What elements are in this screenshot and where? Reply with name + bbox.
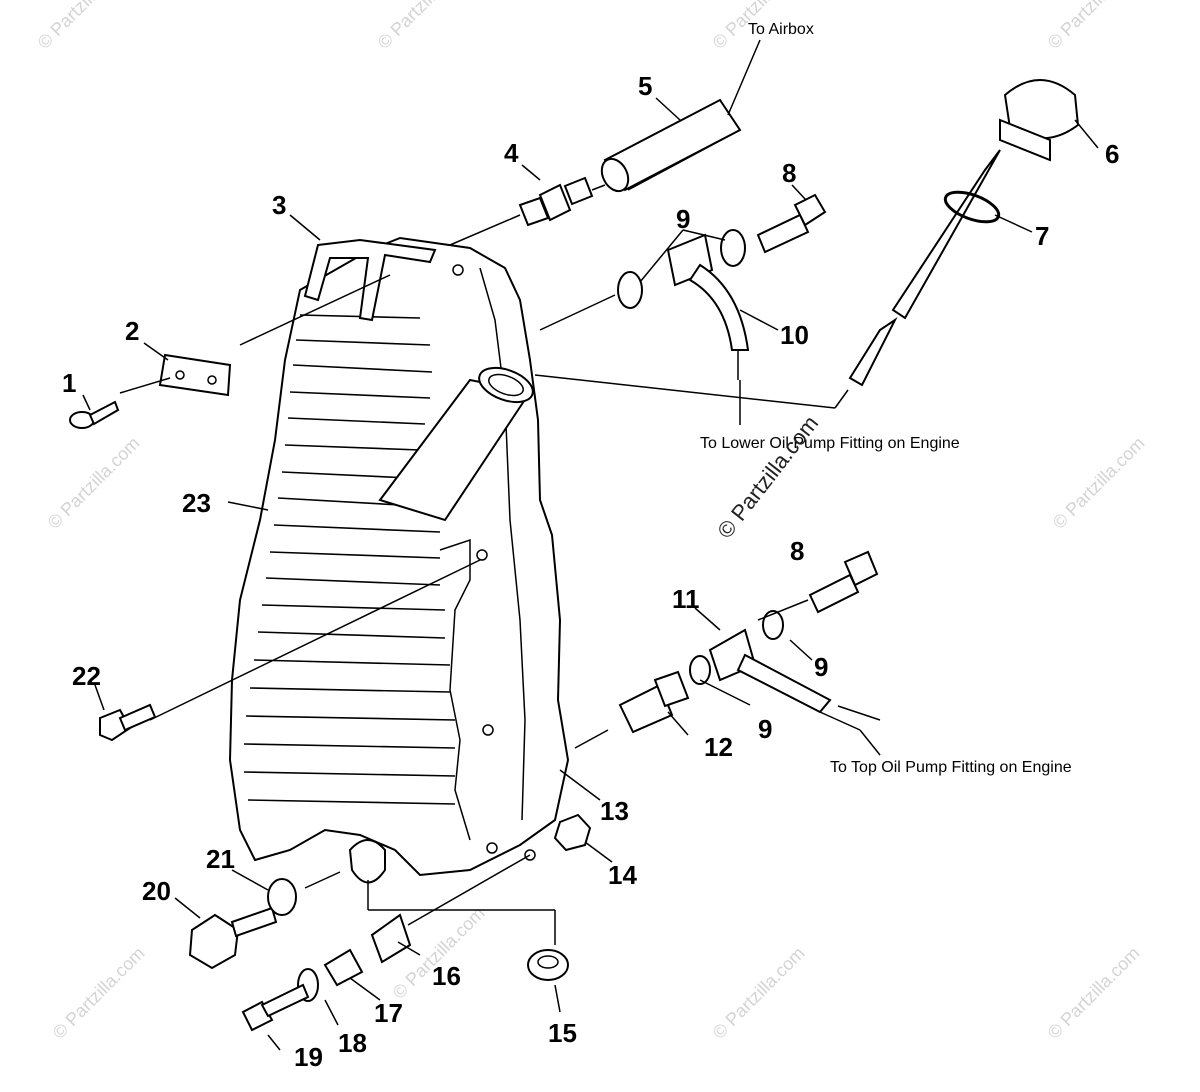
grommet (527, 949, 569, 981)
tank-bolt (99, 703, 157, 742)
callout-20: 20 (142, 876, 171, 906)
watermark-text: © Partzilla.com (374, 0, 474, 53)
callout-11: 11 (672, 584, 700, 614)
sealing-washer (689, 655, 711, 685)
tank-bracket (303, 238, 437, 322)
banjo-bolt-lower (808, 550, 879, 614)
callout-1: 1 (62, 368, 76, 398)
banjo-fitting-lower (708, 628, 832, 714)
mounting-bolt (241, 983, 310, 1032)
callouts: 1 2 3 4 5 6 7 8 8 9 9 9 10 11 12 13 14 1… (62, 71, 1119, 1072)
screw (69, 400, 120, 429)
sealing-washer (762, 610, 784, 640)
vent-fitting (518, 176, 594, 227)
banjo-bolt-upper (756, 193, 827, 254)
banjo-fitting-upper (666, 233, 750, 380)
watermark-text: © Partzilla.com (34, 0, 134, 53)
watermark-text: © Partzilla.com (1044, 943, 1144, 1043)
callout-15: 15 (548, 1018, 577, 1048)
callout-22: 22 (72, 661, 101, 691)
check-valve (618, 670, 690, 734)
watermark-text: © Partzilla.com (49, 943, 149, 1043)
watermark-text: © Partzilla.com (709, 943, 809, 1043)
watermarks: © Partzilla.com © Partzilla.com © Partzi… (34, 0, 1149, 1043)
notes: To Airbox To Lower Oil Pump Fitting on E… (700, 21, 1072, 776)
callout-6: 6 (1105, 139, 1119, 169)
callout-5: 5 (638, 71, 652, 101)
note-to-top-pump: To Top Oil Pump Fitting on Engine (830, 759, 1072, 776)
sealing-washer (720, 229, 746, 267)
drain-nipple (348, 839, 386, 884)
watermark-text: © Partzilla.com (1044, 0, 1144, 53)
callout-9-upper: 9 (676, 204, 690, 234)
callout-16: 16 (432, 961, 461, 991)
vent-hose (600, 98, 742, 193)
callout-23: 23 (182, 488, 211, 518)
callout-14: 14 (608, 860, 637, 890)
callout-8-upper: 8 (782, 158, 796, 188)
callout-9-right: 9 (814, 652, 828, 682)
dipstick (848, 79, 1080, 387)
oil-tank (228, 236, 570, 884)
callout-21: 21 (206, 844, 235, 874)
watermark-center: © Partzilla.com (712, 411, 823, 543)
filler-neck (378, 366, 534, 522)
tank-ribs (243, 314, 456, 805)
callout-9-lower: 9 (758, 714, 772, 744)
note-to-airbox: To Airbox (748, 21, 814, 38)
drain-bolt (188, 906, 278, 970)
callout-10: 10 (780, 320, 809, 350)
callout-12: 12 (704, 732, 733, 762)
bushing (323, 948, 364, 987)
nut (553, 813, 592, 852)
callout-7: 7 (1035, 221, 1049, 251)
callout-19: 19 (294, 1042, 323, 1072)
callout-3: 3 (272, 190, 286, 220)
callout-18: 18 (338, 1028, 367, 1058)
callout-4: 4 (504, 138, 519, 168)
callout-13: 13 (600, 796, 629, 826)
note-to-lower-pump: To Lower Oil Pump Fitting on Engine (700, 435, 960, 452)
callout-8-lower: 8 (790, 536, 804, 566)
spacer (370, 913, 412, 964)
callout-2: 2 (125, 316, 139, 346)
watermark-text: © Partzilla.com (44, 433, 144, 533)
drain-washer (267, 878, 297, 916)
watermark-text: © Partzilla.com (1049, 433, 1149, 533)
bracket-plate (158, 353, 232, 397)
leader-lines (82, 39, 1099, 1051)
sealing-washer (617, 271, 643, 309)
callout-17: 17 (374, 998, 403, 1028)
